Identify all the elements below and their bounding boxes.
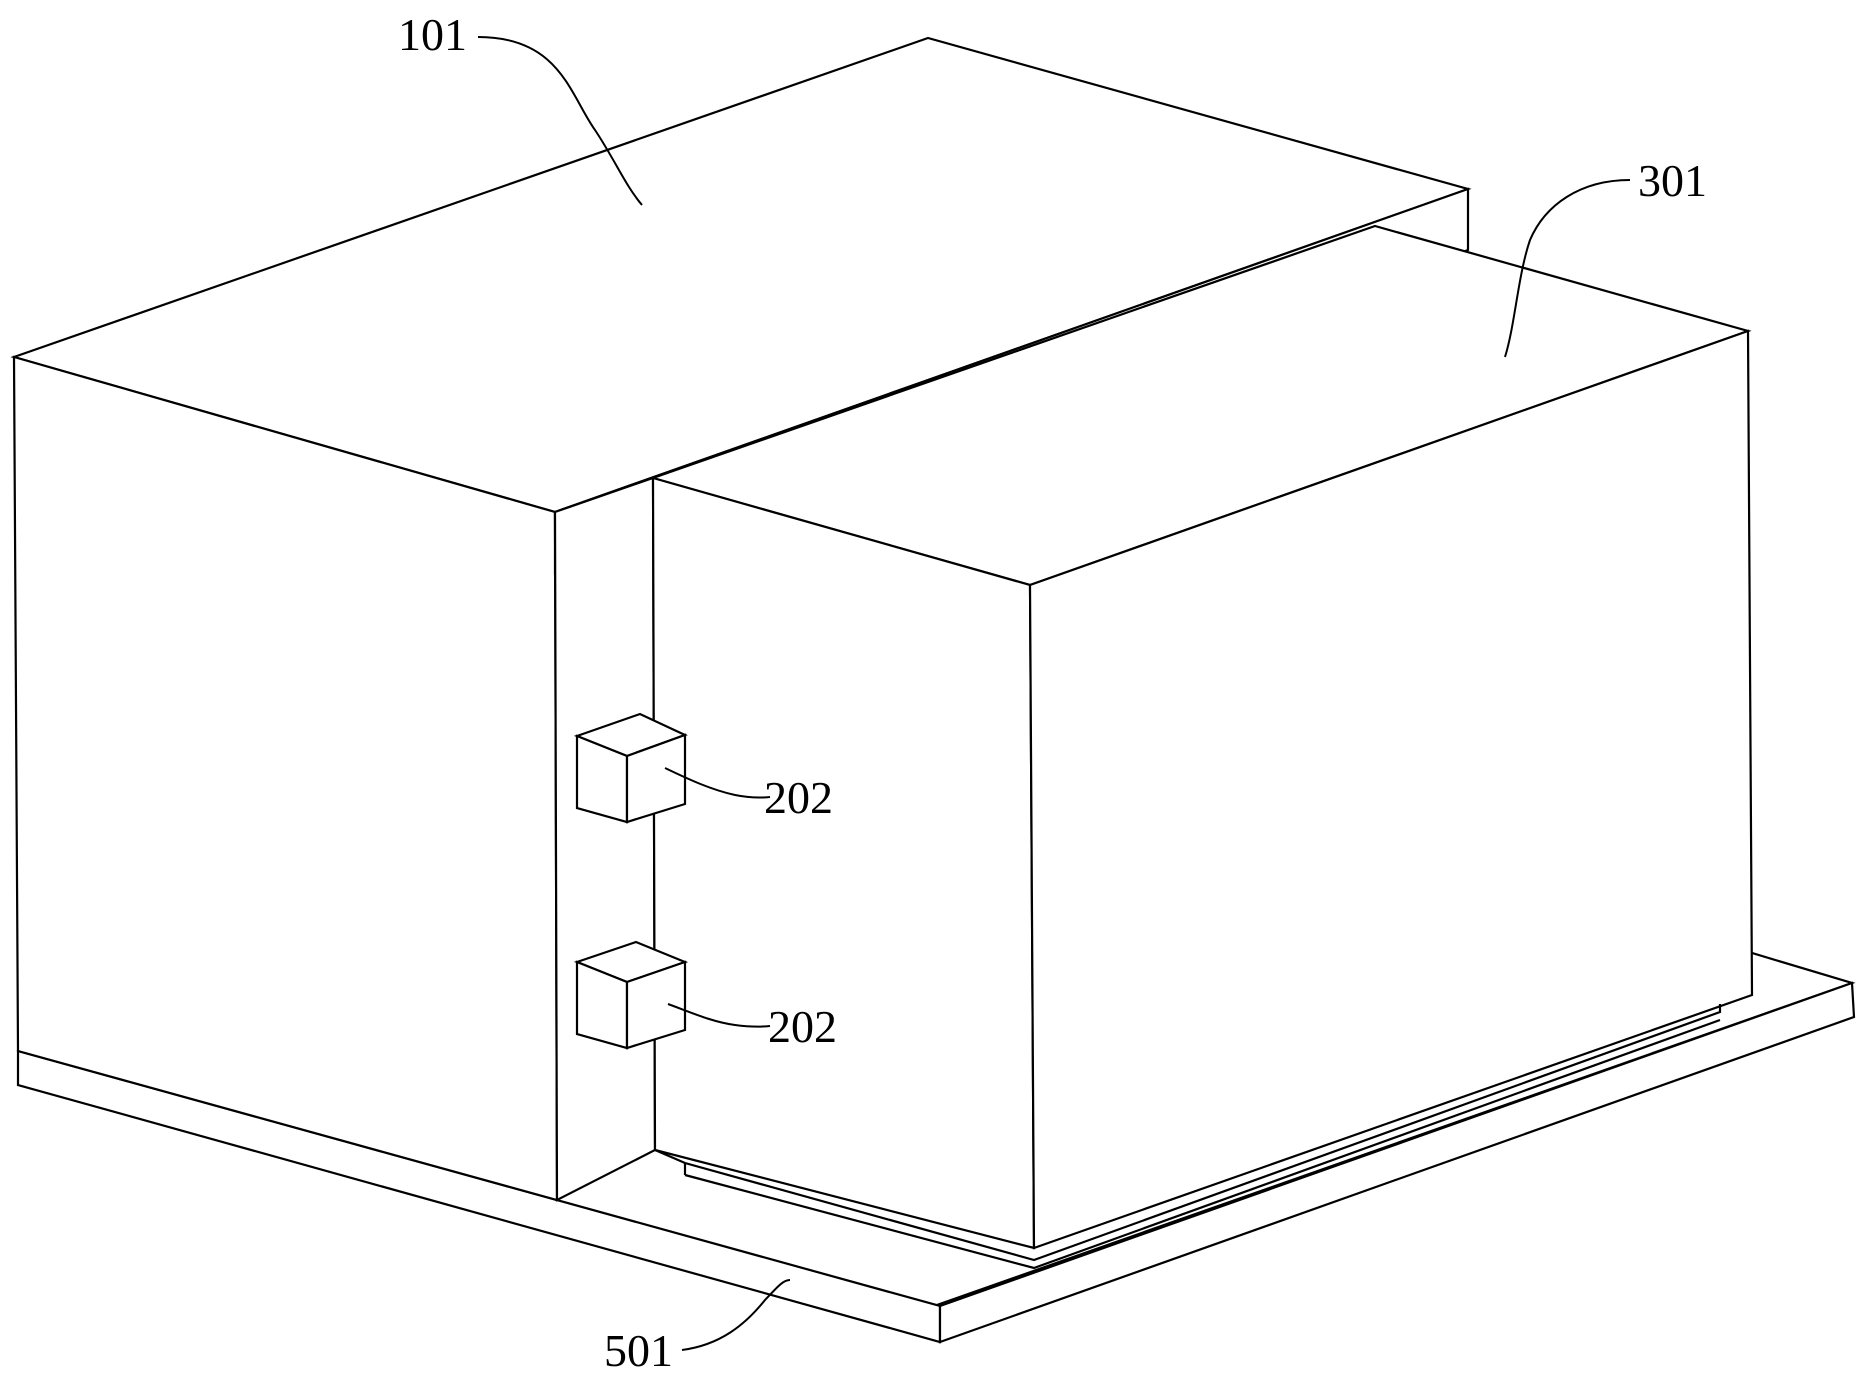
- label-301: 301: [1638, 155, 1707, 206]
- connector-lower-side-face: [625, 960, 687, 1050]
- base-plate-side-face: [938, 981, 1856, 1344]
- box-301-bottom-lip: [654, 1004, 1722, 1262]
- label-501: 501: [604, 1325, 673, 1375]
- gap-strip-face: [553, 476, 657, 1202]
- connector-202-upper: [573, 712, 688, 824]
- leader-line-202-upper: [664, 767, 771, 799]
- box-301-bottom-lip-lower: [684, 1018, 1721, 1270]
- box-301-side-face: [1028, 329, 1754, 1250]
- connector-upper-side-face: [625, 733, 687, 824]
- connector-202-lower: [573, 940, 689, 1050]
- leader-line-501: [681, 1279, 791, 1351]
- gap-strip: [553, 476, 657, 1202]
- leader-line-101: [477, 36, 643, 206]
- label-101: 101: [398, 9, 467, 60]
- box-301-front-face: [651, 476, 1036, 1250]
- label-202-lower: 202: [768, 1001, 837, 1052]
- leader-line-202-lower: [667, 1003, 771, 1028]
- leader-line-301: [1504, 179, 1631, 358]
- box-301: [649, 224, 1754, 1270]
- label-202-upper: 202: [764, 772, 833, 823]
